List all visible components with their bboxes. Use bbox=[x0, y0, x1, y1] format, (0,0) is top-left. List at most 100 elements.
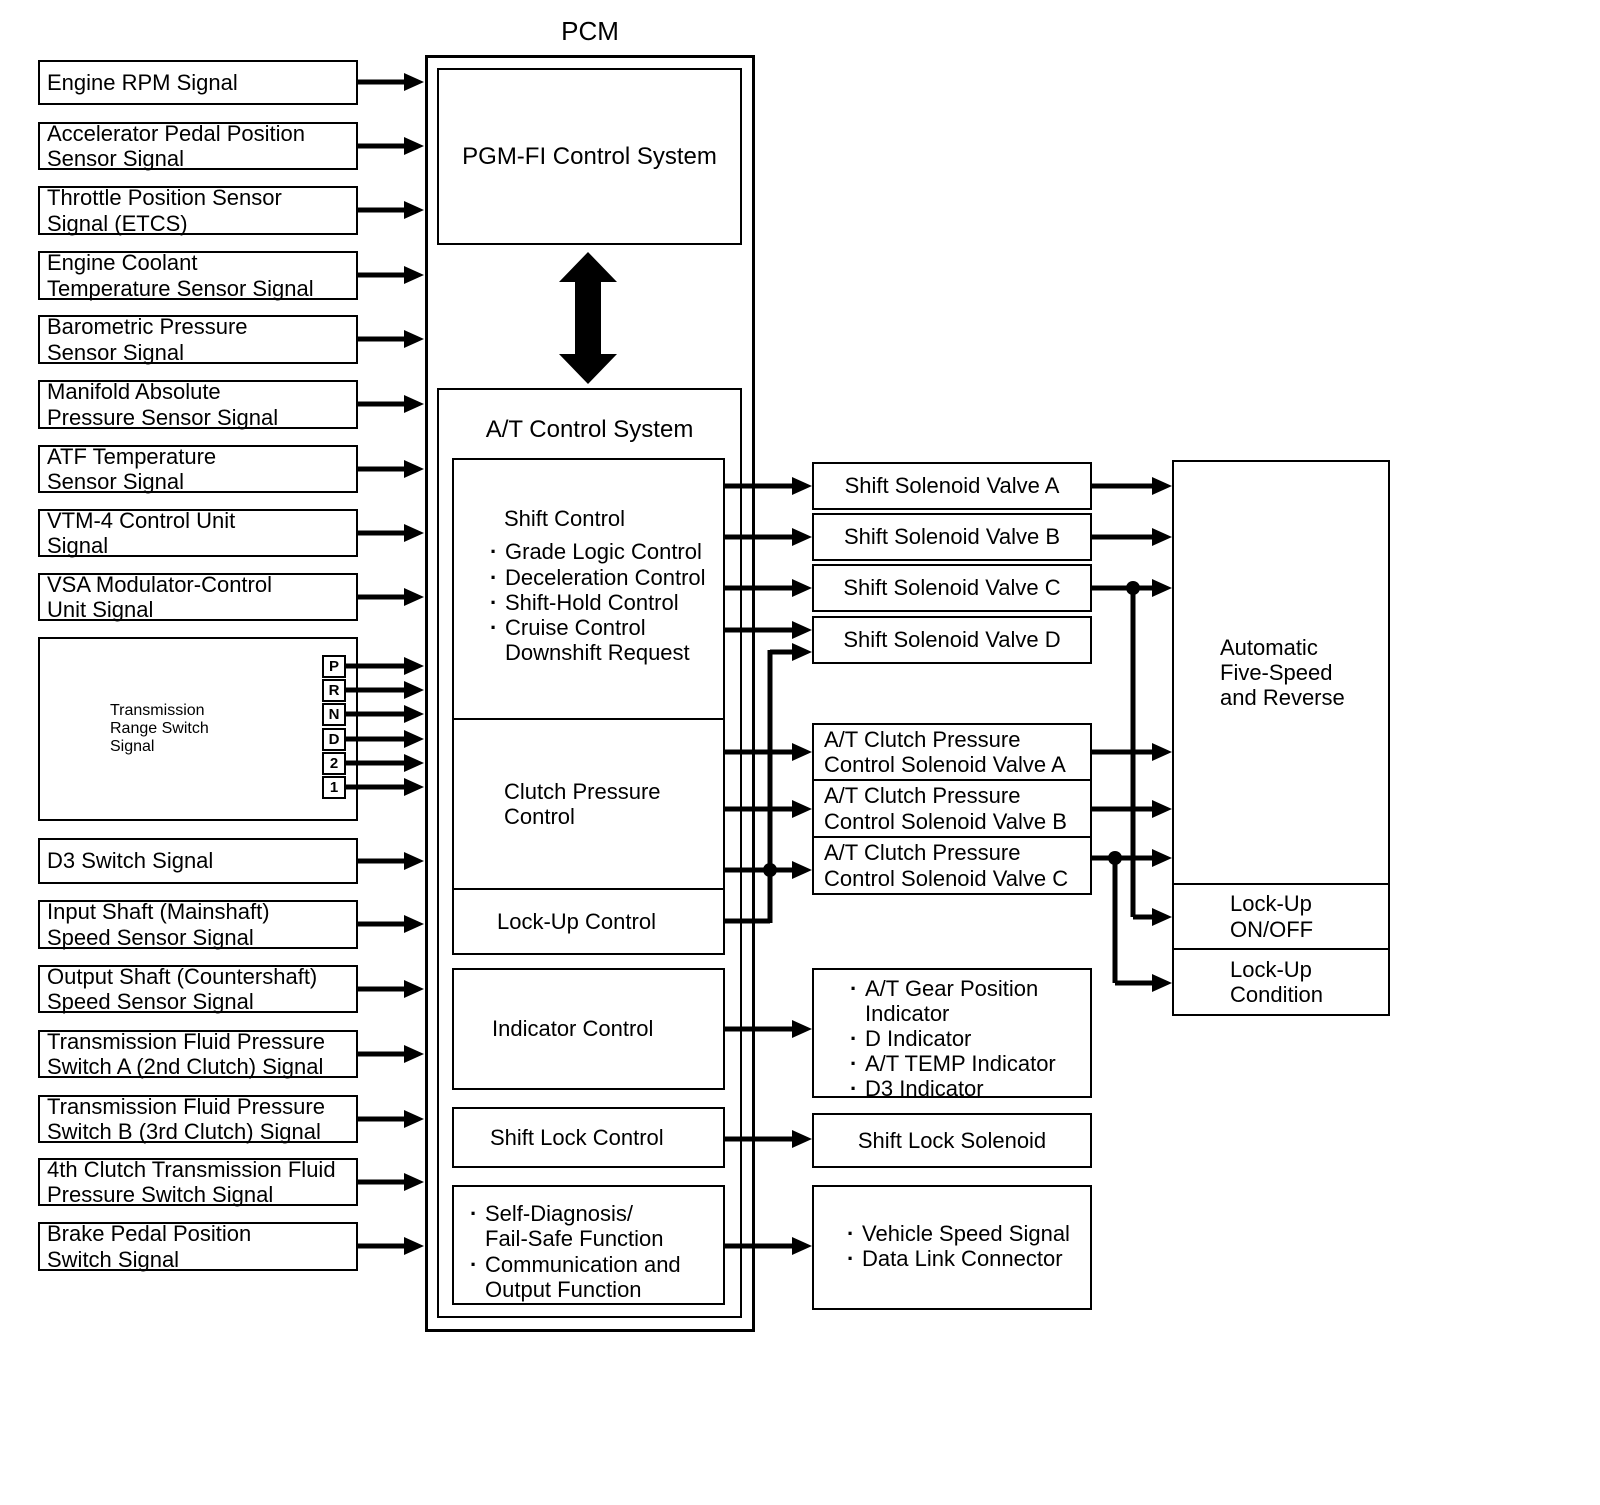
input-input-shaft-speed: Input Shaft (Mainshaft) Speed Sensor Sig… bbox=[38, 899, 358, 950]
shift-control-bullet: Deceleration Control bbox=[490, 565, 723, 590]
shift-solenoid-valve-a: Shift Solenoid Valve A bbox=[812, 462, 1092, 510]
pgmfi-control-system-box: PGM-FI Control System bbox=[437, 68, 742, 245]
arrowhead bbox=[792, 743, 812, 761]
arrowhead bbox=[1152, 800, 1172, 818]
arrowhead bbox=[1152, 849, 1172, 867]
lockup-condition-box: Lock-Up Condition bbox=[1172, 950, 1390, 1016]
shift-control-bullet: Grade Logic Control bbox=[490, 539, 723, 564]
shift-control-bullet: Shift-Hold Control bbox=[490, 590, 723, 615]
input-vtm4-control-unit: VTM-4 Control Unit Signal bbox=[38, 508, 358, 558]
arrowhead bbox=[404, 915, 424, 933]
self-diagnosis-bullet: Communication and Output Function bbox=[470, 1252, 723, 1303]
clutch-pressure-control-section: Clutch Pressure Control bbox=[454, 720, 723, 890]
arrowhead bbox=[1152, 743, 1172, 761]
indicator-bullet: A/T Gear Position Indicator bbox=[850, 976, 1090, 1026]
range-position-d: D bbox=[322, 728, 346, 751]
clutch-pressure-solenoid-valve-a: A/T Clutch Pressure Control Solenoid Val… bbox=[812, 723, 1092, 781]
shift-control-title: Shift Control bbox=[504, 506, 626, 531]
input-brake-pedal-position: Brake Pedal Position Switch Signal bbox=[38, 1221, 358, 1272]
junction-dot bbox=[1126, 581, 1140, 595]
automatic-five-speed-box: Automatic Five-Speed and Reverse bbox=[1172, 460, 1390, 885]
shift-clutch-lockup-box: Shift Control Grade Logic Control Decele… bbox=[452, 458, 725, 955]
arrowhead bbox=[404, 778, 424, 796]
arrowhead bbox=[404, 730, 424, 748]
junction-dot bbox=[1108, 851, 1122, 865]
range-position-2: 2 bbox=[322, 752, 346, 775]
input-vsa-modulator-control-unit: VSA Modulator-Control Unit Signal bbox=[38, 572, 358, 622]
arrowhead bbox=[792, 861, 812, 879]
shift-lock-solenoid-box: Shift Lock Solenoid bbox=[812, 1113, 1092, 1168]
indicators-box: A/T Gear Position Indicator D Indicator … bbox=[812, 968, 1092, 1101]
arrowhead bbox=[1152, 477, 1172, 495]
shift-control-section: Shift Control Grade Logic Control Decele… bbox=[454, 460, 723, 720]
arrowhead bbox=[404, 395, 424, 413]
self-diagnosis-box: Self-Diagnosis/ Fail-Safe Function Commu… bbox=[452, 1185, 725, 1305]
arrowhead bbox=[1152, 528, 1172, 546]
arrowhead bbox=[792, 528, 812, 546]
arrowhead bbox=[1152, 908, 1172, 926]
transmission-range-switch-box: Transmission Range Switch Signal bbox=[38, 637, 358, 821]
arrowhead bbox=[404, 1045, 424, 1063]
arrowhead bbox=[404, 524, 424, 542]
input-output-shaft-speed: Output Shaft (Countershaft) Speed Sensor… bbox=[38, 964, 358, 1014]
arrowhead bbox=[792, 477, 812, 495]
comm-bullet: Data Link Connector bbox=[847, 1246, 1090, 1271]
arrowhead bbox=[792, 1130, 812, 1148]
arrowhead bbox=[404, 1173, 424, 1191]
arrowhead bbox=[792, 1237, 812, 1255]
lockup-onoff-box: Lock-Up ON/OFF bbox=[1172, 885, 1390, 950]
at-control-system-label: A/T Control System bbox=[485, 416, 694, 443]
input-engine-rpm-signal: Engine RPM Signal bbox=[38, 60, 358, 105]
arrowhead bbox=[404, 330, 424, 348]
input-atf-temperature: ATF Temperature Sensor Signal bbox=[38, 444, 358, 494]
input-4th-clutch-pressure-switch: 4th Clutch Transmission Fluid Pressure S… bbox=[38, 1157, 358, 1207]
arrowhead bbox=[404, 657, 424, 675]
comm-signals-box: Vehicle Speed Signal Data Link Connector bbox=[812, 1185, 1092, 1310]
input-engine-coolant-temperature: Engine Coolant Temperature Sensor Signal bbox=[38, 250, 358, 301]
shift-solenoid-valve-d: Shift Solenoid Valve D bbox=[812, 616, 1092, 664]
arrowhead bbox=[404, 681, 424, 699]
arrowhead bbox=[792, 800, 812, 818]
clutch-pressure-solenoid-valve-c: A/T Clutch Pressure Control Solenoid Val… bbox=[812, 838, 1092, 895]
arrowhead bbox=[1152, 579, 1172, 597]
input-fluid-pressure-switch-b: Transmission Fluid Pressure Switch B (3r… bbox=[38, 1094, 358, 1144]
arrowhead bbox=[404, 460, 424, 478]
shift-lock-control-box: Shift Lock Control bbox=[452, 1107, 725, 1168]
input-d3-switch: D3 Switch Signal bbox=[38, 838, 358, 884]
shift-solenoid-valve-c: Shift Solenoid Valve C bbox=[812, 564, 1092, 612]
junction-dot bbox=[763, 863, 777, 877]
input-manifold-absolute-pressure: Manifold Absolute Pressure Sensor Signal bbox=[38, 379, 358, 430]
self-diagnosis-bullet: Self-Diagnosis/ Fail-Safe Function bbox=[470, 1201, 723, 1252]
pcm-title: PCM bbox=[561, 16, 619, 46]
arrowhead bbox=[404, 705, 424, 723]
shift-solenoid-valve-b: Shift Solenoid Valve B bbox=[812, 513, 1092, 561]
arrowhead bbox=[404, 137, 424, 155]
arrowhead bbox=[792, 1020, 812, 1038]
arrowhead bbox=[404, 266, 424, 284]
range-position-p: P bbox=[322, 655, 346, 678]
arrowhead bbox=[404, 1237, 424, 1255]
arrowhead bbox=[404, 201, 424, 219]
comm-bullet: Vehicle Speed Signal bbox=[847, 1221, 1090, 1246]
lockup-control-section: Lock-Up Control bbox=[497, 908, 656, 934]
arrowhead bbox=[404, 754, 424, 772]
arrowhead bbox=[792, 579, 812, 597]
arrowhead bbox=[1152, 974, 1172, 992]
indicator-bullet: D3 Indicator bbox=[850, 1076, 1090, 1101]
shift-control-bullet: Cruise Control Downshift Request bbox=[490, 615, 723, 666]
indicator-bullet: D Indicator bbox=[850, 1026, 1090, 1051]
arrowhead bbox=[404, 980, 424, 998]
indicator-control-box: Indicator Control bbox=[452, 968, 725, 1090]
transmission-range-switch-label: Transmission Range Switch Signal bbox=[110, 702, 209, 755]
arrowhead bbox=[404, 1110, 424, 1128]
input-accelerator-pedal-position: Accelerator Pedal Position Sensor Signal bbox=[38, 121, 358, 171]
input-throttle-position-sensor: Throttle Position Sensor Signal (ETCS) bbox=[38, 185, 358, 236]
arrowhead bbox=[792, 621, 812, 639]
clutch-pressure-solenoid-valve-b: A/T Clutch Pressure Control Solenoid Val… bbox=[812, 781, 1092, 838]
indicator-bullet: A/T TEMP Indicator bbox=[850, 1051, 1090, 1076]
input-fluid-pressure-switch-a: Transmission Fluid Pressure Switch A (2n… bbox=[38, 1029, 358, 1079]
arrowhead bbox=[792, 643, 812, 661]
arrowhead bbox=[404, 588, 424, 606]
arrowhead bbox=[404, 73, 424, 91]
